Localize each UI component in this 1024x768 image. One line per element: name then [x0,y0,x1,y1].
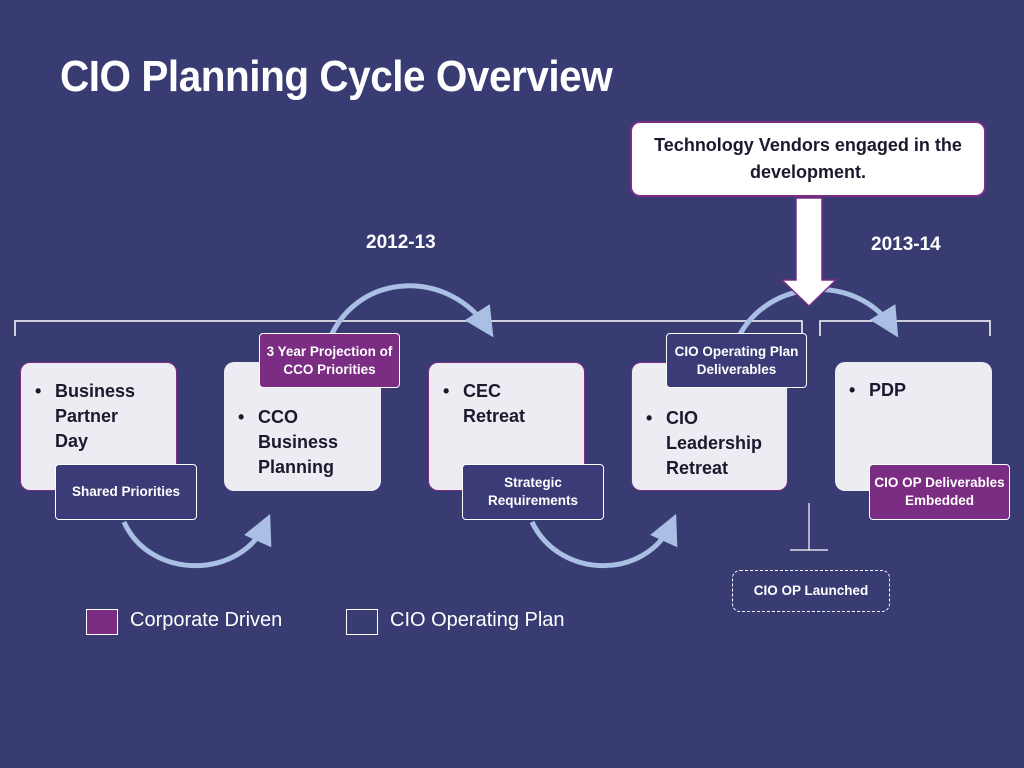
bullet-icon: • [646,408,653,428]
arc-bottom-1 [121,513,272,568]
tag-strategic-requirements: Strategic Requirements [462,464,604,520]
card-label: Business Partner Day [55,381,136,451]
tag-cio-op-launched: CIO OP Launched [732,570,890,612]
legend-label-corporate: Corporate Driven [130,609,283,631]
bracket-2013-14 [819,320,991,336]
page-title: CIO Planning Cycle Overview [60,52,613,101]
legend-swatch-cio [346,609,378,635]
tag-cio-operating-plan-deliverables: CIO Operating Plan Deliverables [666,333,807,388]
legend-label-cio: CIO Operating Plan [390,609,565,631]
card-label: CCO Business Planning [258,407,339,477]
card-label: CIO Leadership Retreat [666,408,763,478]
bullet-icon: • [238,407,245,427]
arc-bottom-2 [529,513,678,568]
bullet-icon: • [849,380,856,400]
card-label: CEC Retreat [463,381,526,426]
year-label-2012-13: 2012-13 [366,232,436,253]
year-label-2013-14: 2013-14 [871,234,941,255]
tag-cio-op-deliverables-embedded: CIO OP Deliverables Embedded [869,464,1010,520]
vendors-callout: Technology Vendors engaged in the develo… [630,121,986,197]
tag-three-year-projection: 3 Year Projection of CCO Priorities [259,333,400,388]
card-business-partner-day: • Business Partner Day [20,362,177,491]
bullet-icon: • [35,381,42,401]
legend-swatch-corporate [86,609,118,635]
arc-top-1 [327,283,494,340]
bullet-icon: • [443,381,450,401]
bracket-2012-13 [14,320,803,336]
tag-shared-priorities: Shared Priorities [55,464,197,520]
card-label: PDP [869,380,907,400]
callout-down-arrow [780,197,838,308]
